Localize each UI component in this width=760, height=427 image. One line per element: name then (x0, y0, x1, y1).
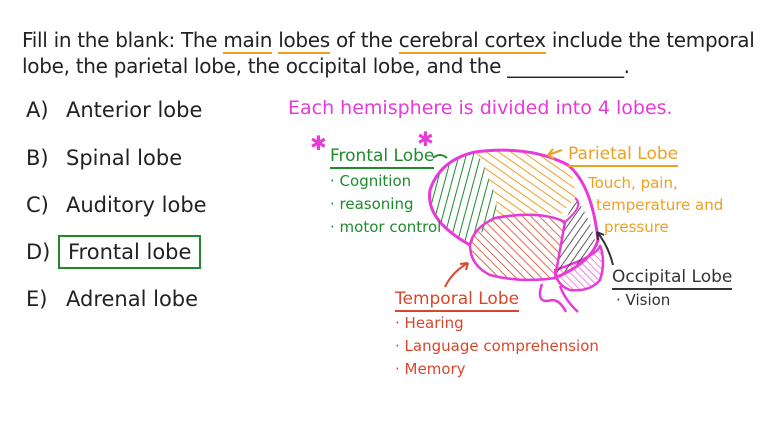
occipital-arrow (596, 231, 614, 266)
answer-blank: ____________ (507, 54, 624, 78)
list-item: · Memory (395, 360, 466, 378)
frontal-region (429, 152, 497, 245)
option-letter: B) (26, 146, 49, 170)
desc-line: temperature and (596, 196, 724, 214)
option-e[interactable]: E) Adrenal lobe (26, 287, 198, 311)
option-d[interactable]: D) Frontal lobe (26, 235, 202, 269)
item-text: Vision (625, 291, 671, 309)
period: . (623, 54, 630, 78)
frontal-title: Frontal Lobe (330, 146, 435, 169)
option-letter: E) (26, 287, 48, 311)
option-text-selected: Frontal lobe (58, 235, 202, 269)
keyword-lobes: lobes (278, 28, 330, 54)
temporal-outline (468, 213, 567, 282)
question-text: Fill in the blank: The (22, 28, 224, 52)
parietal-title: Parietal Lobe (568, 144, 679, 167)
cerebellum (553, 244, 605, 292)
list-item: · Language comprehension (395, 337, 599, 355)
question-text: lobe, the parietal lobe, the occipital l… (22, 54, 502, 78)
temporal-region (470, 214, 565, 280)
desc-line: pressure (604, 218, 669, 236)
star-icon: ✱ (310, 131, 327, 155)
parietal-desc: Touch, pain, temperature and pressure (588, 172, 723, 238)
option-letter: D) (26, 240, 51, 264)
question-line-2: lobe, the parietal lobe, the occipital l… (22, 54, 630, 78)
parietal-label: Parietal Lobe (568, 144, 679, 167)
list-item: · Hearing (395, 314, 464, 332)
diagram-heading: Each hemisphere is divided into 4 lobes. (288, 97, 673, 119)
frontal-arrow (432, 154, 448, 159)
keyword-main: main (223, 28, 273, 54)
desc-line: Touch, pain, (588, 174, 678, 192)
temporal-list: · Hearing · Language comprehension · Mem… (395, 312, 599, 381)
temporal-arrow (444, 262, 469, 288)
question-text: of the (329, 28, 399, 52)
option-text: Auditory lobe (66, 193, 207, 217)
list-item: · reasoning (330, 195, 414, 213)
option-text: Anterior lobe (66, 98, 203, 122)
brainstem (538, 283, 579, 313)
option-text: Adrenal lobe (66, 287, 199, 311)
list-item: · motor control (330, 218, 442, 236)
item-text: Memory (404, 360, 466, 378)
option-b[interactable]: B) Spinal lobe (26, 146, 182, 170)
frontal-label: Frontal Lobe · Cognition · reasoning · m… (330, 146, 441, 239)
occipital-title: Occipital Lobe (612, 267, 733, 290)
star-icon: ✱ (417, 127, 434, 151)
item-text: Hearing (404, 314, 464, 332)
option-letter: C) (26, 193, 49, 217)
brain-outline (428, 148, 600, 280)
item-text: Language comprehension (404, 337, 599, 355)
list-item: · Cognition (330, 172, 412, 190)
frontal-list: · Cognition · reasoning · motor control (330, 170, 441, 239)
item-text: reasoning (339, 195, 414, 213)
question-text: include the temporal (545, 28, 755, 52)
option-text: Spinal lobe (66, 146, 183, 170)
parietal-arrow (547, 148, 563, 160)
item-text: motor control (339, 218, 442, 236)
parietal-region (475, 150, 575, 218)
option-a[interactable]: A) Anterior lobe (26, 98, 202, 122)
temporal-label: Temporal Lobe · Hearing · Language compr… (395, 289, 599, 381)
option-letter: A) (26, 98, 49, 122)
occipital-label: Occipital Lobe · Vision (612, 267, 733, 312)
list-item: · Vision (616, 291, 671, 309)
keyword-cerebral-cortex: cerebral cortex (398, 28, 546, 54)
item-text: Cognition (339, 172, 412, 190)
question-line-1: Fill in the blank: The main lobes of the… (22, 28, 755, 54)
option-c[interactable]: C) Auditory lobe (26, 193, 207, 217)
temporal-title: Temporal Lobe (395, 289, 520, 312)
